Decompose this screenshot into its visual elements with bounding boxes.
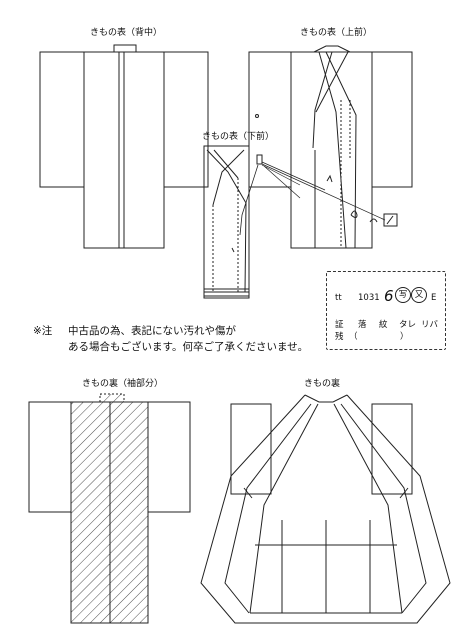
title-lining-sleeve: きもの裏（袖部分） bbox=[82, 379, 164, 389]
tag-circled-1: 写 bbox=[395, 287, 411, 303]
tag-suffix: E bbox=[431, 293, 437, 303]
notice-mark: ※注 bbox=[33, 325, 53, 337]
tag-remaining-value: （ ） bbox=[349, 332, 409, 342]
notice-line-1: 中古品の為、表記にない汚れや傷が bbox=[68, 325, 236, 337]
tag-row-label: タレ bbox=[399, 320, 417, 330]
tag-circled-2: 又 bbox=[411, 287, 427, 303]
tag-handwritten: 6 bbox=[384, 287, 394, 305]
title-lining: きもの裏 bbox=[304, 379, 341, 389]
tag-number: 1031 bbox=[358, 293, 380, 303]
inventory-tag: tt 1031 6 写 又 E 証 落 紋 タレ リバ 残 （ ） bbox=[326, 271, 446, 350]
title-front-top: きもの表（上前） bbox=[300, 28, 373, 38]
tag-prefix: tt bbox=[335, 293, 342, 303]
tag-row-label: リバ bbox=[421, 320, 439, 330]
title-front-bottom: きもの表（下前） bbox=[202, 132, 275, 142]
notice-line-2: ある場合もございます。何卒ご了承くださいませ。 bbox=[68, 341, 309, 353]
tag-row-label: 落 bbox=[358, 320, 367, 330]
tag-row-label: 紋 bbox=[379, 320, 388, 330]
tag-remaining-label: 残 bbox=[335, 332, 344, 342]
kimono-upper-front-view bbox=[248, 45, 413, 249]
kimono-back-view bbox=[39, 44, 209, 249]
kimono-lower-front-view bbox=[203, 145, 386, 299]
kimono-lining-view bbox=[200, 394, 451, 624]
kimono-lining-sleeve-view bbox=[28, 393, 191, 624]
title-front-back: きもの表（背中） bbox=[90, 28, 163, 38]
tag-row-label: 証 bbox=[335, 320, 344, 330]
